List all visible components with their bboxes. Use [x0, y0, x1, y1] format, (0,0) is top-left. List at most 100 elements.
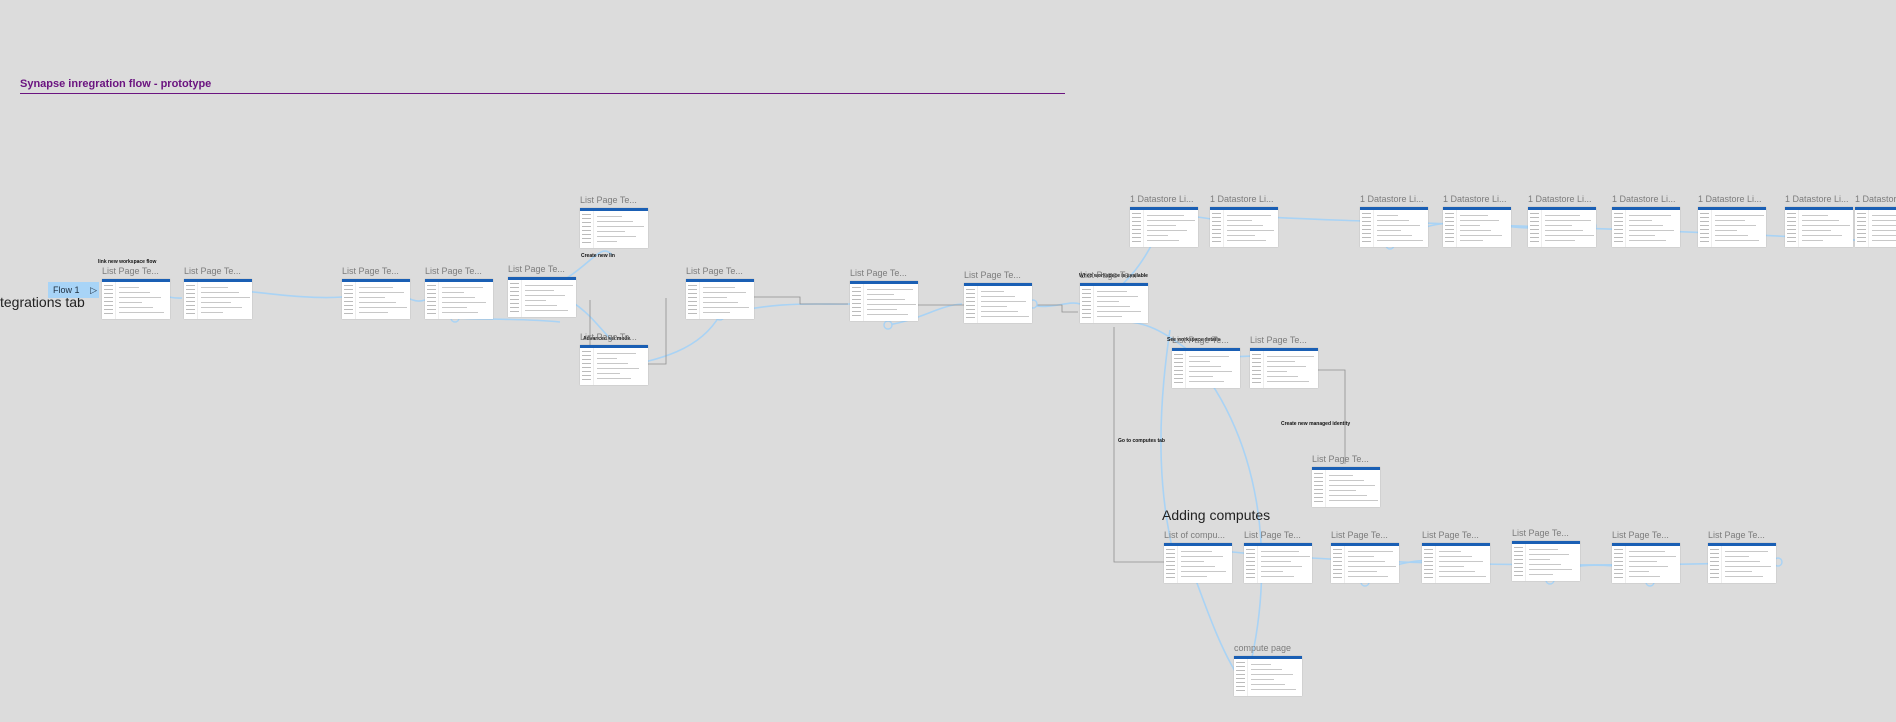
screen-frame-label[interactable]: List Page Te... — [850, 268, 907, 278]
screen-thumbnail — [1512, 541, 1580, 581]
screen-frame[interactable]: 1 Datastore Li... — [1855, 194, 1896, 247]
thumbnail-nav — [1244, 546, 1258, 583]
flow-start-badge[interactable]: Flow 1 ▷ — [48, 282, 99, 298]
screen-frame[interactable]: List Page Te... — [1080, 270, 1148, 323]
screen-frame-label[interactable]: List Page Te... — [1331, 530, 1388, 540]
thumbnail-nav — [1080, 286, 1094, 323]
screen-frame[interactable]: List Page Te... — [1172, 335, 1240, 388]
screen-frame-label[interactable]: compute page — [1234, 643, 1292, 653]
screen-frame-label[interactable]: 1 Datastore Li... — [1785, 194, 1849, 204]
screen-frame[interactable]: 1 Datastore Li... — [1528, 194, 1596, 247]
screen-frame-label[interactable]: List Page Te... — [964, 270, 1021, 280]
screen-frame-label[interactable]: List Page Te... — [1512, 528, 1569, 538]
screen-frame[interactable]: List of compu... — [1164, 530, 1232, 583]
thumbnail-nav — [102, 282, 116, 319]
screen-frame[interactable]: 1 Datastore Li... — [1785, 194, 1853, 247]
screen-frame-label[interactable]: List Page Te... — [425, 266, 482, 276]
screen-frame-label[interactable]: 1 Datastore Li... — [1360, 194, 1424, 204]
annotation-note: Go to computes tab — [1118, 438, 1165, 444]
screen-thumbnail — [580, 345, 648, 385]
screen-frame[interactable]: List Page Te... — [102, 266, 170, 319]
screen-frame-label[interactable]: 1 Datastore Li... — [1855, 194, 1896, 204]
screen-frame[interactable]: List Page Te... — [1708, 530, 1776, 583]
screen-frame-label[interactable]: List Page Te... — [686, 266, 743, 276]
screen-frame[interactable]: List Page Te... — [1250, 335, 1318, 388]
screen-thumbnail — [1708, 543, 1776, 583]
screen-frame-label[interactable]: List Page Te... — [102, 266, 159, 276]
screen-frame[interactable]: List Page Te... — [184, 266, 252, 319]
screen-thumbnail — [1360, 207, 1428, 247]
screen-frame[interactable]: List Page Te... — [1331, 530, 1399, 583]
section-label-integrations-tab: tegrations tab — [0, 294, 85, 310]
screen-frame-label[interactable]: List Page Te... — [1422, 530, 1479, 540]
annotation-note: Advanced set mode — [583, 336, 631, 342]
screen-frame-label[interactable]: List Page Te... — [1244, 530, 1301, 540]
flow-wire — [1229, 214, 1891, 243]
screen-frame[interactable]: 1 Datastore Li... — [1210, 194, 1278, 247]
flow-wire — [750, 296, 848, 305]
screen-frame[interactable]: List Page Te... — [1512, 528, 1580, 581]
screen-thumbnail — [1443, 207, 1511, 247]
screen-frame-label[interactable]: List Page Te... — [1708, 530, 1765, 540]
screen-frame-label[interactable]: 1 Datastore Li... — [1612, 194, 1676, 204]
thumbnail-nav — [1234, 659, 1248, 696]
thumbnail-nav — [1512, 544, 1526, 581]
screen-frame-label[interactable]: List Page Te... — [1312, 454, 1369, 464]
section-label-adding-computes: Adding computes — [1162, 507, 1271, 523]
screen-frame-label[interactable]: 1 Datastore Li... — [1698, 194, 1762, 204]
screen-frame-label[interactable]: List Page Te... — [1250, 335, 1307, 345]
screen-frame[interactable]: 1 Datastore Li... — [1612, 194, 1680, 247]
flow-wire — [1113, 327, 1164, 563]
screen-frame[interactable]: compute page — [1234, 643, 1302, 696]
screen-thumbnail — [1312, 467, 1380, 507]
screen-frame-label[interactable]: List Page Te... — [184, 266, 241, 276]
screen-frame[interactable]: 1 Datastore Li... — [1360, 194, 1428, 247]
screen-frame-label[interactable]: List of compu... — [1164, 530, 1226, 540]
screen-frame[interactable]: List Page Te... — [425, 266, 493, 319]
screen-thumbnail — [1785, 207, 1853, 247]
annotation-note: Create new managed identity — [1281, 421, 1351, 427]
screen-frame-label[interactable]: List Page Te... — [580, 332, 637, 342]
screen-frame-label[interactable]: 1 Datastore Li... — [1528, 194, 1592, 204]
screen-frame[interactable]: List Page Te... — [1312, 454, 1380, 507]
flow-wire — [1160, 329, 1176, 561]
screen-frame[interactable]: 1 Datastore Li... — [1698, 194, 1766, 247]
screen-thumbnail — [964, 283, 1032, 323]
screen-frame-label[interactable]: List Page Te... — [1612, 530, 1669, 540]
screen-frame-label[interactable]: List Page Te... — [1172, 335, 1229, 345]
screen-frame[interactable]: List Page Te... — [580, 332, 648, 385]
annotation-note: link new workspace flow — [98, 259, 157, 265]
screen-frame-label[interactable]: List Page Te... — [342, 266, 399, 276]
screen-frame[interactable]: 1 Datastore Li... — [1130, 194, 1198, 247]
screen-frame-label[interactable]: List Page Te... — [580, 195, 637, 205]
thumbnail-nav — [580, 211, 594, 248]
screen-thumbnail — [1244, 543, 1312, 583]
screen-frame[interactable]: List Page Te... — [342, 266, 410, 319]
screen-frame[interactable]: List Page Te... — [1244, 530, 1312, 583]
screen-frame[interactable]: 1 Datastore Li... — [1443, 194, 1511, 247]
screen-frame[interactable]: List Page Te... — [580, 195, 648, 248]
screen-frame-label[interactable]: List Page Te... — [1080, 270, 1137, 280]
play-icon[interactable]: ▷ — [90, 285, 97, 295]
thumbnail-nav — [184, 282, 198, 319]
screen-frame[interactable]: List Page Te... — [850, 268, 918, 321]
screen-frame-label[interactable]: List Page Te... — [508, 264, 565, 274]
screen-frame[interactable]: List Page Te... — [508, 264, 576, 317]
screen-frame-label[interactable]: 1 Datastore Li... — [1130, 194, 1194, 204]
screen-frame[interactable]: List Page Te... — [964, 270, 1032, 323]
screen-thumbnail — [1528, 207, 1596, 247]
screen-thumbnail — [1234, 656, 1302, 696]
screen-thumbnail — [1422, 543, 1490, 583]
screen-frame[interactable]: List Page Te... — [1422, 530, 1490, 583]
screen-thumbnail — [102, 279, 170, 319]
screen-frame[interactable]: List Page Te... — [1612, 530, 1680, 583]
screen-frame-label[interactable]: 1 Datastore Li... — [1210, 194, 1274, 204]
screen-frame-label[interactable]: 1 Datastore Li... — [1443, 194, 1507, 204]
thumbnail-nav — [580, 348, 594, 385]
screen-frame[interactable]: List Page Te... — [686, 266, 754, 319]
screen-thumbnail — [1698, 207, 1766, 247]
thumbnail-nav — [1708, 546, 1722, 583]
screen-thumbnail — [425, 279, 493, 319]
